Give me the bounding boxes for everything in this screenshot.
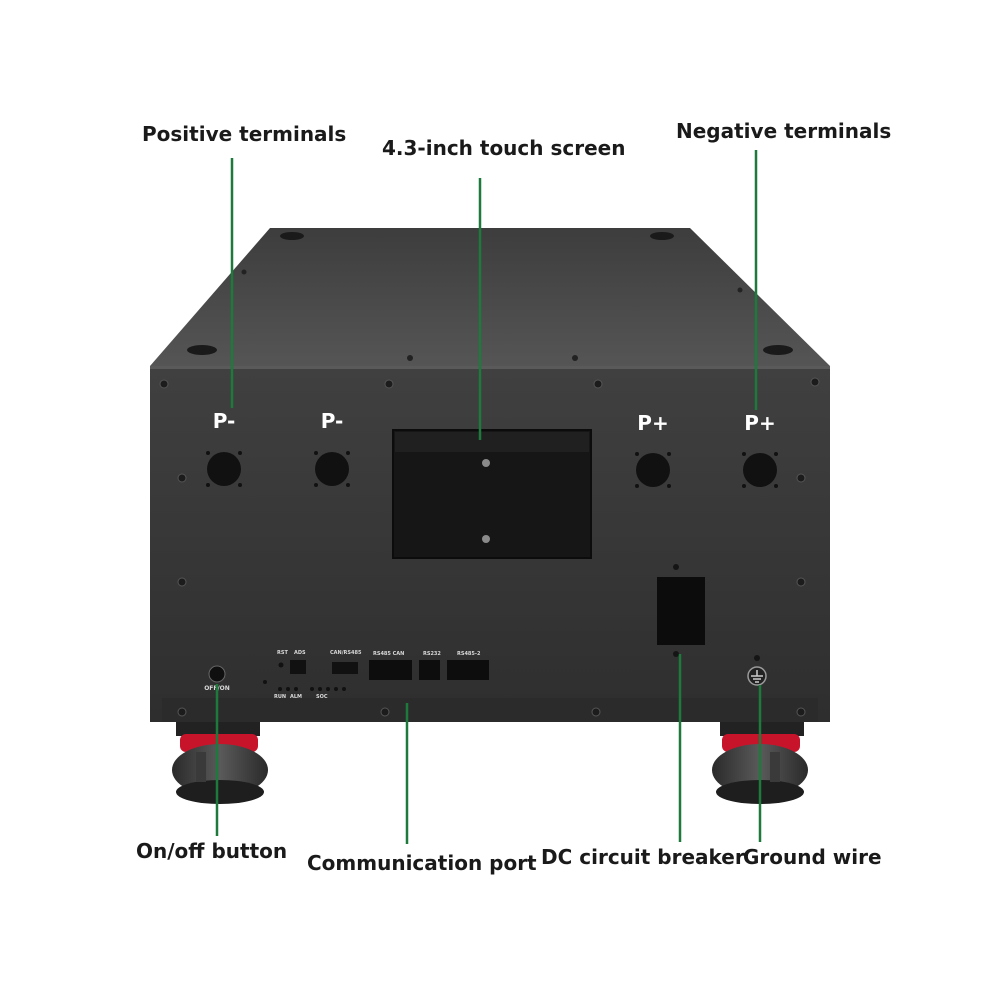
callout-ground-wire: Ground wire	[743, 845, 882, 869]
soc-label: SOC	[316, 694, 328, 700]
terminal-mark-4: P+	[744, 411, 775, 435]
rs232-label: RS232	[423, 651, 441, 657]
alm-label: ALM	[290, 694, 302, 700]
callout-negative-terminals: Negative terminals	[676, 119, 892, 143]
callout-communication-port: Communication port	[307, 851, 537, 875]
can-rs485-label: CAN/RS485	[330, 650, 362, 656]
terminal-cutout-4	[742, 452, 778, 488]
leader-lines	[215, 150, 762, 844]
foot-left	[172, 722, 268, 804]
terminal-cutout-1	[206, 451, 242, 487]
rs485-can-label: RS485 CAN	[373, 651, 404, 657]
panel-screws	[159, 377, 820, 717]
enclosure-top	[150, 228, 830, 366]
rs485-2-label: RS485-2	[457, 651, 481, 657]
callout-touch-screen: 4.3-inch touch screen	[382, 136, 626, 160]
terminal-mark-1: P-	[213, 409, 236, 433]
rst-label: RST	[277, 650, 288, 656]
top-mount-hole	[650, 232, 674, 240]
callout-dc-circuit-breaker: DC circuit breaker	[541, 845, 745, 869]
terminal-cutout-3	[635, 452, 671, 488]
callout-on-off-button: On/off button	[136, 839, 288, 863]
communication-panel: RST ADS CAN/RS485 RS485 CAN RS232 RS485-…	[263, 650, 489, 700]
dc-breaker-cutout	[657, 577, 705, 645]
rs485-can-port	[369, 660, 412, 680]
top-mount-hole	[187, 345, 217, 355]
callout-positive-terminals: Positive terminals	[142, 122, 347, 146]
top-mount-hole	[280, 232, 304, 240]
rs485-2-port	[447, 660, 489, 680]
rs232-port	[419, 660, 440, 680]
terminal-cutout-2	[314, 451, 350, 487]
run-label: RUN	[274, 694, 286, 700]
top-mount-hole	[763, 345, 793, 355]
ads-label: ADS	[294, 650, 306, 656]
terminal-mark-3: P+	[637, 411, 668, 435]
terminal-mark-2: P-	[321, 409, 344, 433]
ground-symbol-icon	[747, 655, 767, 686]
